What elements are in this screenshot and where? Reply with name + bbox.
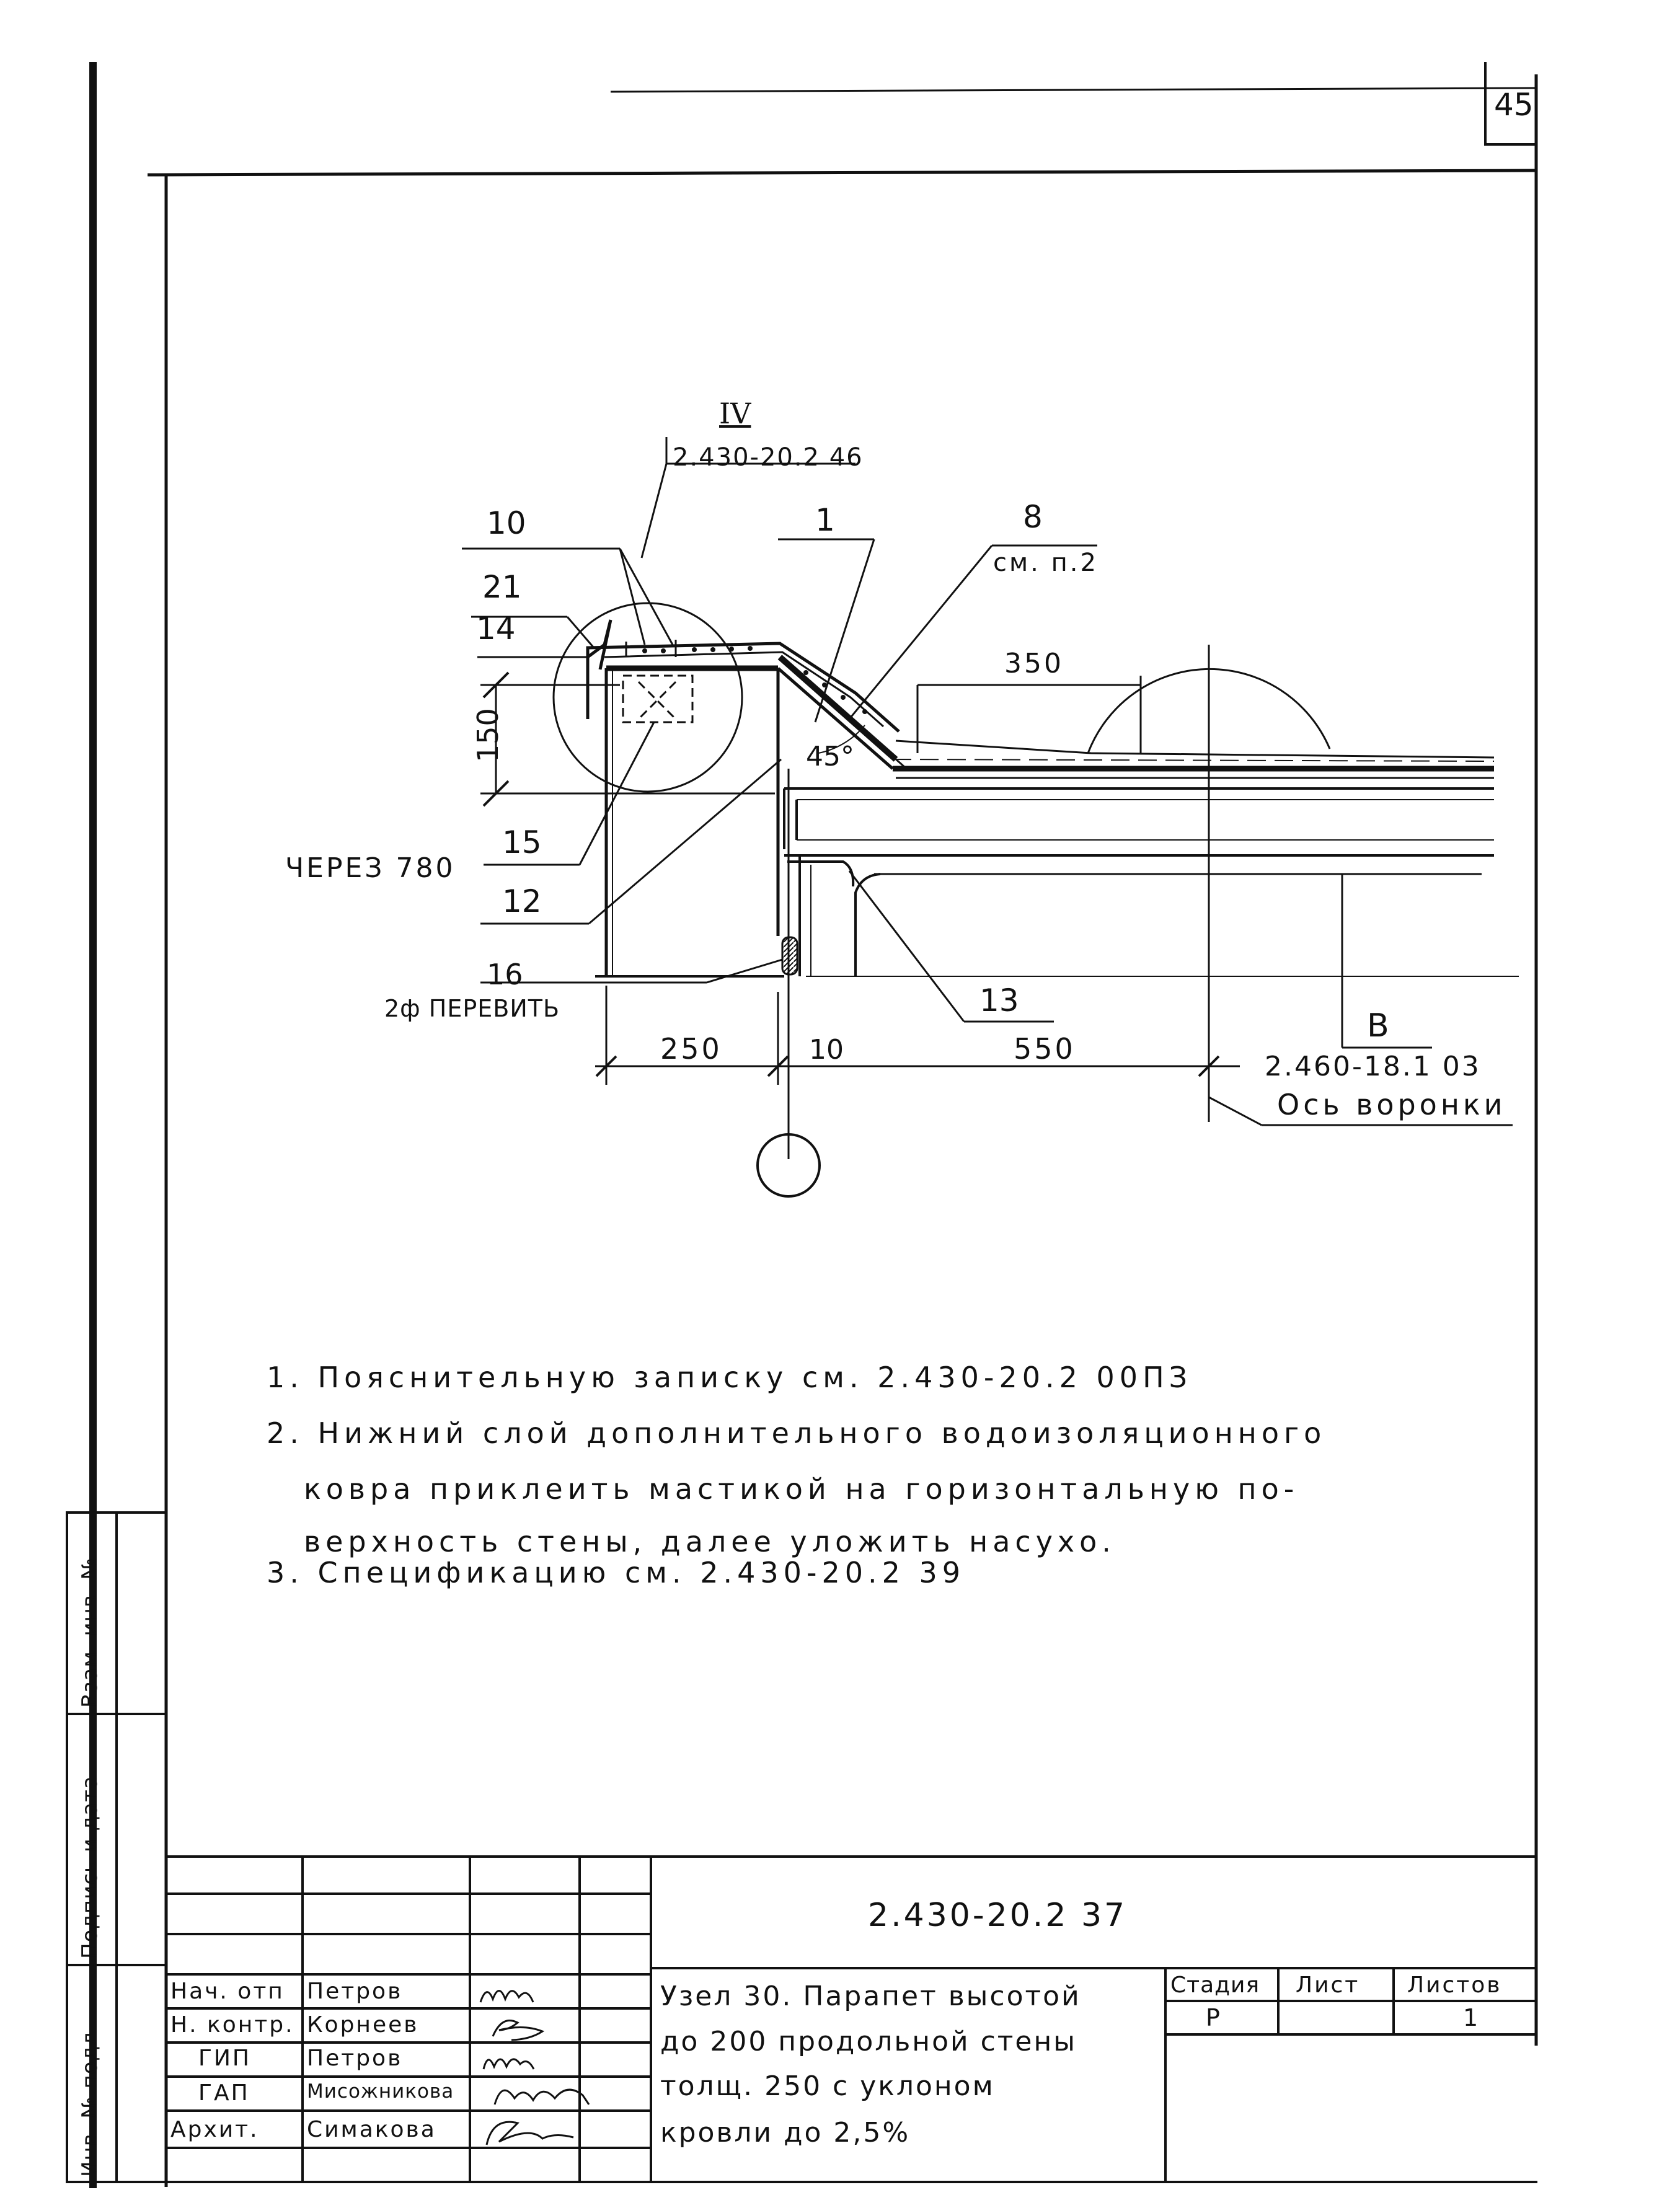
staff-name-2: Корнеев [307, 2012, 419, 2038]
staff-role-3: ГИП [198, 2046, 251, 2071]
callout-14: 14 [476, 611, 516, 647]
callout-21: 21 [482, 569, 522, 605]
detail-marker: IV [719, 397, 751, 430]
staff-role-1: Нач. отп [170, 1979, 285, 2004]
roof-slab [783, 787, 1494, 887]
detail-sheet-ref: 2.430-20.2 46 [673, 443, 864, 472]
callout-15: 15 [502, 824, 542, 860]
signature-5 [485, 2121, 574, 2145]
signature-4 [493, 2088, 590, 2105]
through-label: ЧЕРЕЗ 780 [285, 852, 456, 884]
parapet-wall [595, 665, 784, 978]
staff-name-4: Мисожникова [307, 2080, 454, 2103]
staff-role-4: ГАП [198, 2080, 250, 2106]
callout-8-note: см. п.2 [993, 549, 1099, 577]
funnel-axis-label: Ось воронки [1277, 1088, 1506, 1121]
side-inv-orig: Инв. № подл [77, 2031, 102, 2177]
sheets-value: 1 [1463, 2004, 1480, 2031]
note-1: 1. Пояснительную записку см. 2.430-20.2 … [267, 1361, 1193, 1394]
roof-layers [892, 668, 1495, 779]
callout-16: 16 [487, 958, 523, 991]
title-line-4: кровли до 2,5% [660, 2117, 911, 2149]
side-sign-date: Подпись и дата [77, 1775, 102, 1959]
header-sheet: Лист [1296, 1972, 1360, 1998]
callout-12: 12 [502, 883, 542, 919]
side-inv-repl: Взам. инв. № [77, 1557, 102, 1708]
staff-role-5: Архит. [170, 2117, 259, 2142]
title-line-1: Узел 30. Парапет высотой [660, 1981, 1081, 2012]
callout-10: 10 [487, 505, 526, 541]
detail-circle [552, 602, 743, 793]
angle-label: 45° [806, 741, 854, 772]
staff-role-2: Н. контр. [170, 2012, 294, 2038]
leader-lines [462, 437, 1513, 1126]
axis-bubble [756, 1133, 821, 1198]
staff-name-5: Симакова [307, 2117, 436, 2142]
dim-10: 10 [809, 1034, 844, 1066]
title-line-2: до 200 продольной стены [660, 2026, 1077, 2057]
staff-name-1: Петров [307, 1979, 403, 2004]
signature-2 [492, 2020, 545, 2041]
signature-1 [479, 1990, 534, 2003]
signature-3 [482, 2058, 535, 2070]
note-2-line-3: верхность стены, далее уложить насухо. [304, 1525, 1116, 1558]
note-2-line-2: ковра приклеить мастикой на горизонтальн… [304, 1472, 1299, 1506]
side-stamp-frame [66, 1511, 167, 2183]
page-number: 45 [1494, 87, 1534, 123]
callout-1: 1 [815, 502, 835, 538]
coping-dots [642, 646, 867, 714]
callout-b-ref: 2.460-18.1 03 [1265, 1051, 1481, 1082]
dim-250: 250 [660, 1032, 722, 1066]
title-block-grid [166, 1855, 1537, 2182]
callout-b: В [1367, 1007, 1389, 1045]
slope-layers [777, 655, 906, 770]
stage-value: Р [1206, 2004, 1222, 2031]
support-beam [798, 855, 1519, 977]
dimension-lines [480, 671, 1240, 1085]
dim-150: 150 [471, 708, 505, 762]
callout-13: 13 [979, 983, 1019, 1018]
twist-label: 2ф ПЕРЕВИТЬ [384, 995, 560, 1022]
doc-code: 2.430-20.2 37 [868, 1897, 1128, 1934]
dim-550: 550 [1014, 1032, 1076, 1066]
callout-8: 8 [1023, 499, 1043, 535]
seal-insert [781, 936, 798, 976]
staff-name-3: Петров [307, 2046, 403, 2071]
title-line-3: толщ. 250 с уклоном [660, 2070, 995, 2102]
anchor-block [622, 674, 694, 723]
header-sheets: Листов [1407, 1972, 1502, 1998]
sheet-frame [89, 62, 1538, 2188]
header-stage: Стадия [1170, 1972, 1260, 1998]
dim-350: 350 [1004, 648, 1064, 679]
note-2-line-1: 2. Нижний слой дополнительного водоизоля… [267, 1416, 1327, 1450]
note-3: 3. Спецификацию см. 2.430-20.2 39 [267, 1556, 966, 1589]
